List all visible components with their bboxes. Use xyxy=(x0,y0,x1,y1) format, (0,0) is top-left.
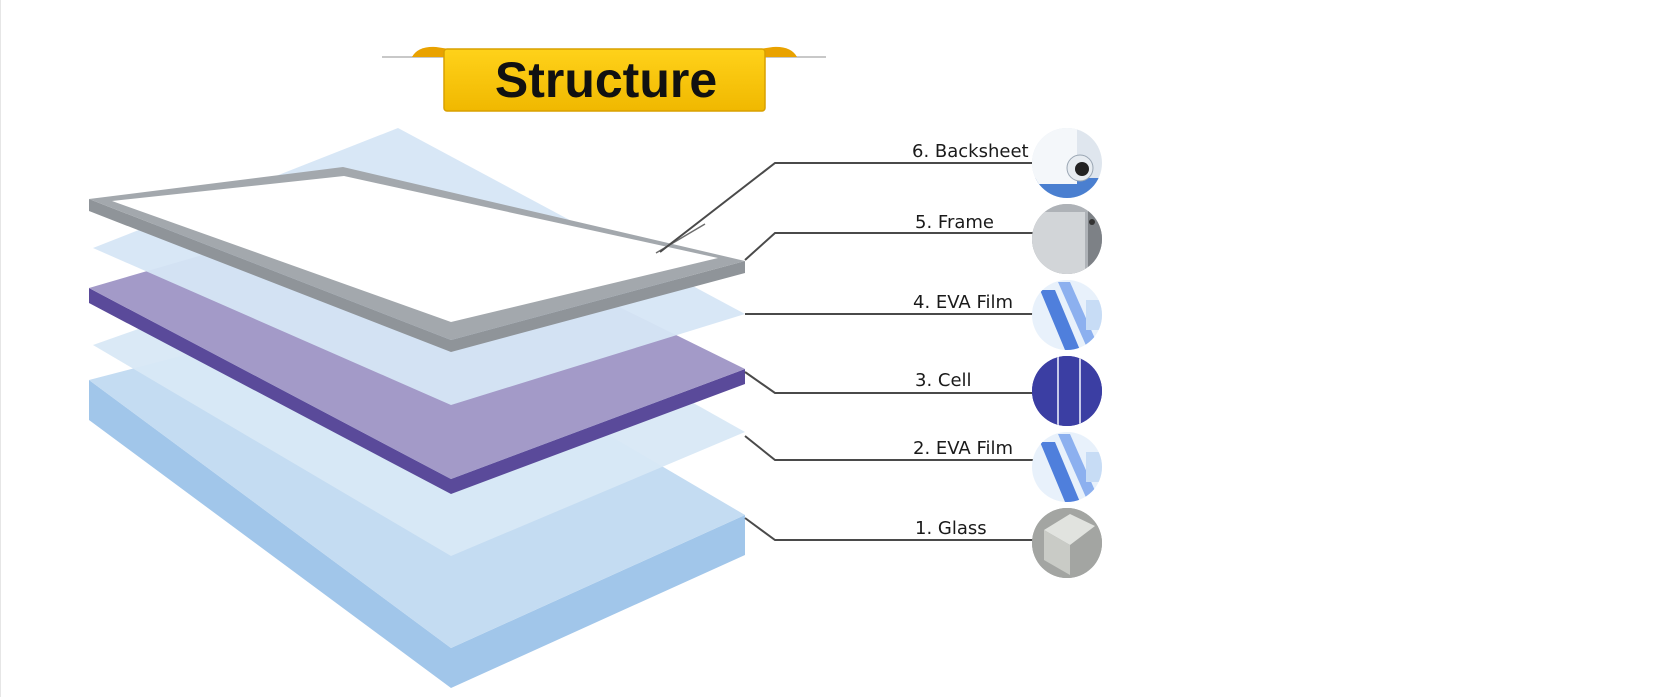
eva-film-icon xyxy=(1032,280,1102,350)
backsheet-roll-icon xyxy=(1032,128,1102,198)
label-eva-film-lower: 2. EVA Film xyxy=(913,438,1013,459)
solar-cell-icon xyxy=(1032,356,1102,426)
label-eva-film-upper: 4. EVA Film xyxy=(913,292,1013,313)
eva-film-icon xyxy=(1032,432,1102,502)
label-cell: 3. Cell xyxy=(915,370,972,391)
label-glass: 1. Glass xyxy=(915,518,987,539)
leader-lines xyxy=(659,162,1034,541)
frame-corner-icon xyxy=(1032,204,1102,274)
page-title: Structure xyxy=(495,52,717,108)
title-banner: Structure xyxy=(382,46,826,112)
left-border xyxy=(0,0,1,697)
label-frame: 5. Frame xyxy=(915,212,994,233)
frame-layer xyxy=(89,167,745,352)
label-backsheet: 6. Backsheet xyxy=(912,141,1029,162)
glass-corner-icon xyxy=(1032,508,1102,578)
